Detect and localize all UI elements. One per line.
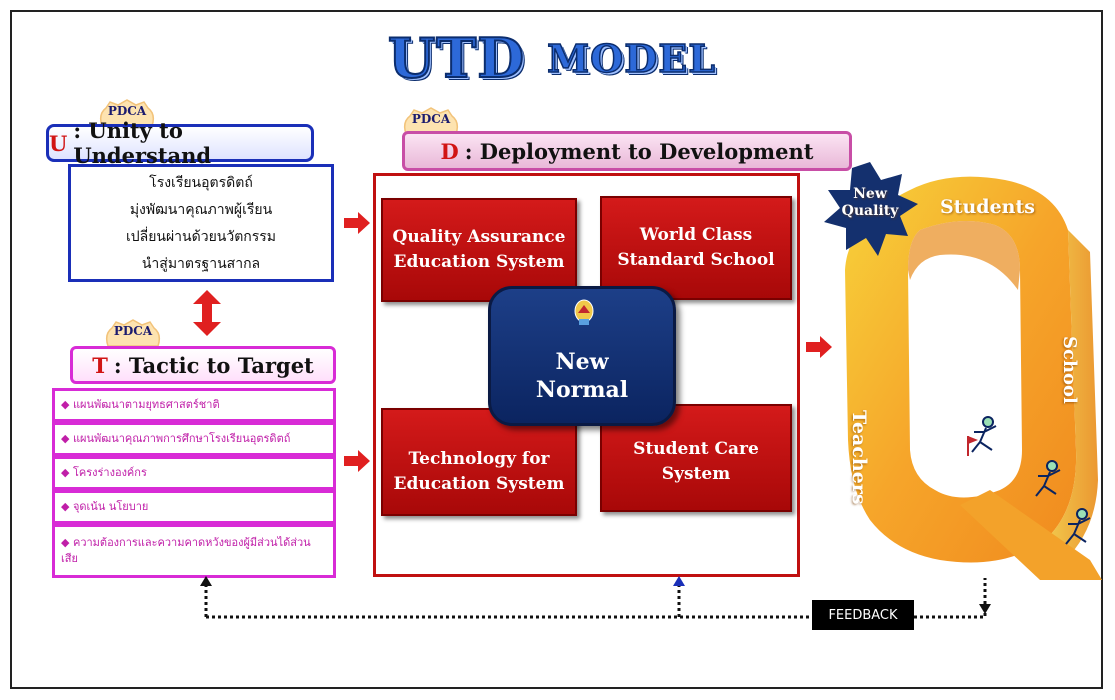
title-sub: MODEL — [546, 35, 716, 82]
star-badge-icon — [824, 162, 918, 256]
u-line: นำสู่มาตรฐานสากล — [141, 255, 261, 272]
arrow-up-icon — [200, 576, 212, 586]
diagram-title: UTD MODEL — [387, 25, 728, 91]
pdca-label: PDCA — [411, 112, 451, 126]
box-line: Education System — [393, 474, 565, 494]
u-line: มุ่งพัฒนาคุณภาพผู้เรียน — [129, 201, 273, 218]
u-content-box: โรงเรียนอุตรดิตถ์ มุ่งพัฒนาคุณภาพผู้เรีย… — [68, 164, 334, 282]
pdca-badge-u: PDCA — [92, 96, 162, 130]
gear-icon — [99, 99, 155, 127]
pdca-label: PDCA — [107, 104, 147, 118]
feedback-line-right — [914, 578, 987, 619]
box-line: Technology for — [408, 449, 550, 470]
arrow-up-icon — [673, 576, 685, 586]
right-arrow-icon — [344, 212, 370, 234]
pdca-badge-t: PDCA — [98, 316, 168, 350]
t-item: ◆ ความต้องการและความคาดหวังของผู้มีส่วนไ… — [52, 524, 336, 578]
q-graphic: New Quality Students Teachers School — [824, 160, 1102, 580]
technology-box: Technology for Education System — [381, 408, 577, 516]
t-item: ◆ แผนพัฒนาคุณภาพการศึกษาโรงเรียนอุตรดิตถ… — [52, 422, 336, 456]
box-line: Standard School — [617, 250, 775, 270]
t-heading: T : Tactic to Target — [70, 346, 336, 384]
u-line: โรงเรียนอุตรดิตถ์ — [149, 174, 253, 191]
quality-assurance-box: Quality Assurance Education System — [381, 198, 577, 302]
t-item: ◆ แผนพัฒนาตามยุทธศาสตร์ชาติ — [52, 388, 336, 422]
school-emblem-icon — [574, 299, 594, 325]
box-line: Quality Assurance — [392, 227, 566, 248]
world-class-box: World Class Standard School — [600, 196, 792, 300]
t-item: ◆ โครงร่างองค์กร — [52, 456, 336, 490]
gear-icon — [105, 319, 161, 347]
d-letter: D — [440, 138, 459, 164]
badge-line: Quality — [841, 202, 899, 219]
arrow-down-icon — [979, 604, 991, 614]
runner-icon — [971, 416, 997, 453]
right-arrow-icon — [806, 336, 832, 358]
box-line: World Class — [639, 225, 753, 246]
t-item: ◆ จุดเน้น นโยบาย — [52, 490, 336, 524]
box-line: Student Care — [633, 439, 759, 460]
box-line: Education System — [393, 252, 565, 272]
gear-icon — [403, 107, 459, 135]
u-line: เปลี่ยนผ่านด้วยนวัตกรรม — [125, 228, 277, 245]
pdca-label: PDCA — [113, 324, 153, 338]
center-line: New — [555, 348, 609, 375]
feedback-label: FEEDBACK — [812, 600, 914, 630]
title-main: UTD — [387, 25, 526, 91]
pdca-badge-d: PDCA — [396, 104, 466, 138]
students-label: Students — [940, 196, 1035, 218]
u-heading: U : Unity to Understand — [46, 118, 314, 168]
new-normal-box: New Normal — [488, 286, 676, 426]
badge-line: New — [853, 186, 887, 202]
d-heading: D : Deployment to Development — [402, 131, 852, 171]
quality-q-icon — [845, 176, 1102, 580]
t-heading-text: : Tactic to Target — [113, 352, 314, 378]
t-letter: T — [92, 352, 108, 378]
d-heading-text: : Deployment to Development — [464, 138, 814, 164]
box-line: System — [661, 464, 731, 484]
center-line: Normal — [535, 377, 629, 404]
u-letter: U — [49, 130, 68, 156]
right-arrow-icon — [344, 450, 370, 472]
new-quality-label: New Quality — [834, 186, 906, 220]
double-arrow-icon — [193, 290, 221, 336]
u-heading-text: : Unity to Understand — [73, 118, 212, 168]
